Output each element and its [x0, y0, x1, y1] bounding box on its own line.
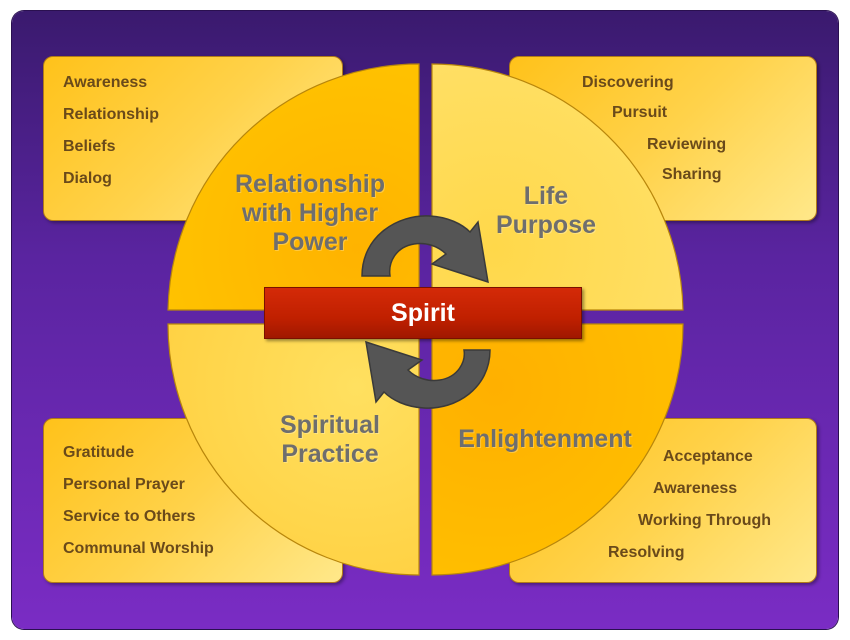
quadrant-title-bottom-right: Enlightenment	[440, 425, 650, 454]
list-item: Awareness	[63, 74, 148, 91]
quadrant-title-top-right: Life Purpose	[466, 182, 626, 240]
quadrant-top-right	[431, 63, 684, 311]
list-item: Reviewing	[647, 136, 727, 153]
title-line: Power	[272, 228, 348, 256]
list-item: Dialog	[63, 170, 112, 187]
quadrant-title-top-left: Relationship with Higher Power	[210, 170, 410, 257]
quadrant-top-left	[167, 63, 420, 311]
list-item: Gratitude	[63, 444, 135, 461]
list-item: Relationship	[63, 106, 160, 123]
list-item: Service to Others	[63, 508, 196, 525]
list-item: Acceptance	[663, 448, 753, 465]
list-item: Communal Worship	[63, 540, 214, 557]
title-line: Purpose	[495, 211, 597, 239]
title-line: Life	[523, 182, 569, 210]
list-item: Sharing	[662, 166, 722, 183]
center-label: Spirit	[391, 298, 455, 327]
list-item: Working Through	[638, 512, 772, 529]
title-line: Spiritual	[279, 411, 380, 439]
list-item: Pursuit	[612, 104, 668, 121]
list-item: Awareness	[653, 480, 738, 497]
list-item: Beliefs	[63, 138, 116, 155]
list-item: Personal Prayer	[63, 476, 185, 493]
title-line: Practice	[281, 440, 379, 468]
quadrant-bottom-right	[431, 323, 684, 576]
center-spirit-bar: Spirit	[264, 287, 582, 339]
circular-arrows-icon	[361, 215, 491, 409]
quadrant-title-bottom-left: Spiritual Practice	[250, 411, 410, 469]
title-line: Relationship	[234, 170, 385, 198]
title-line: with Higher	[241, 199, 379, 227]
list-item: Resolving	[608, 544, 685, 561]
list-item: Discovering	[582, 74, 674, 91]
quadrant-bottom-left	[167, 323, 420, 576]
title-line: Enlightenment	[458, 425, 632, 453]
